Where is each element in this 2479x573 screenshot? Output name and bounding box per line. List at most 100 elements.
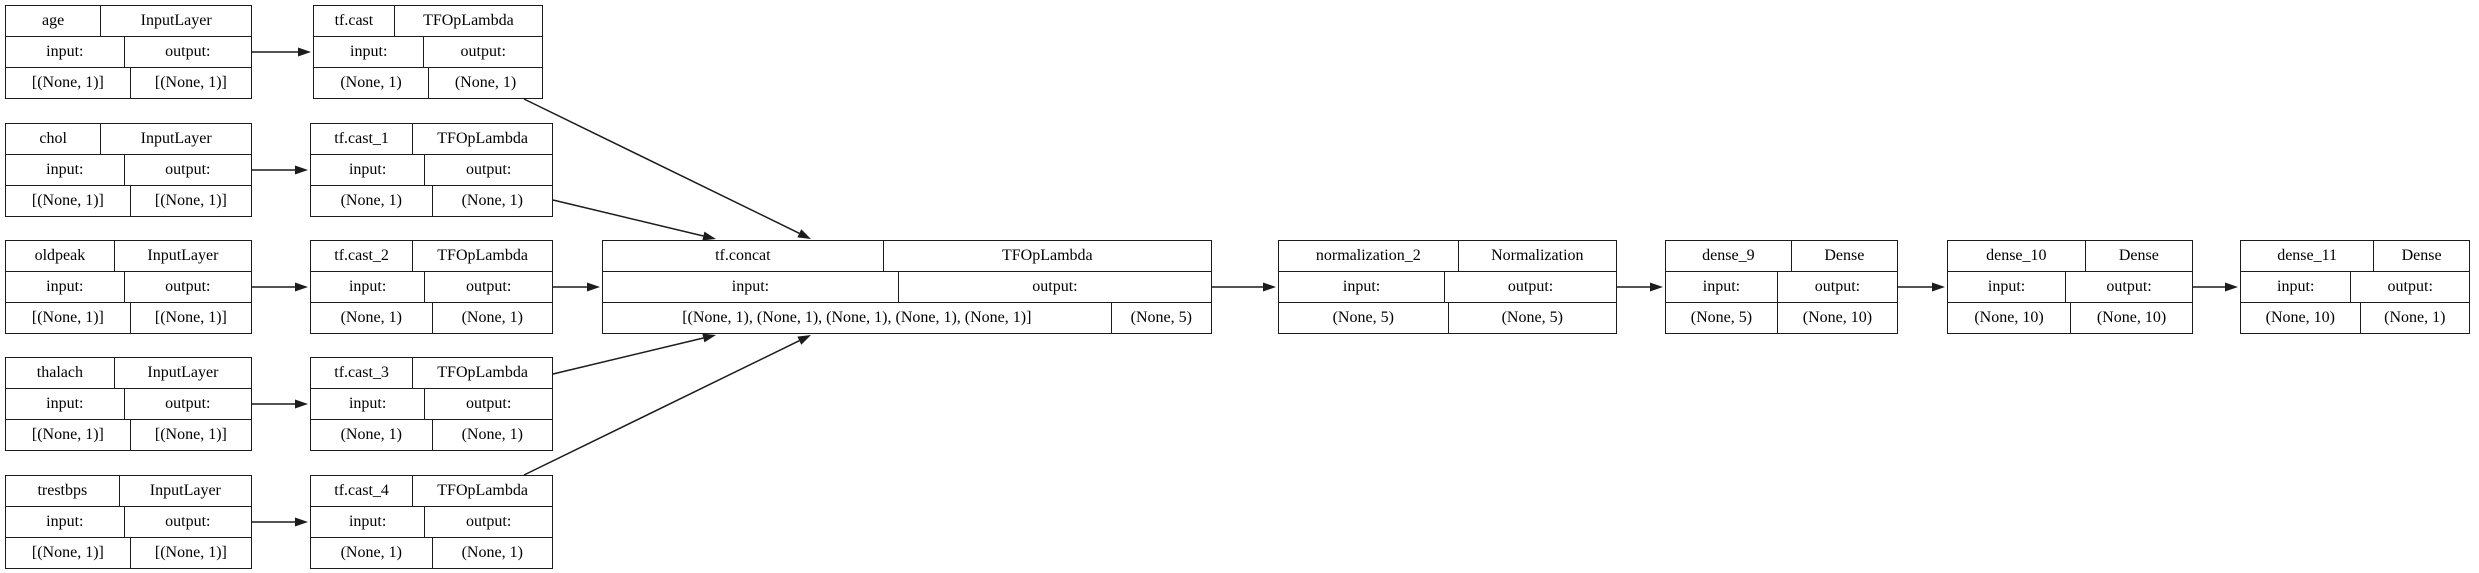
layer-name-cell: tf.cast_3 [334,364,389,381]
arrowhead-icon [2225,282,2238,292]
layer-name-cell: tf.cast [334,12,374,29]
output-shape-cell: [(None, 1)] [129,303,251,333]
output-shape-cell: (None, 5) [1447,303,1617,333]
edge-tf.concat-to-normalization_2 [1212,282,1276,292]
layer-type-cell: Dense [2373,241,2469,271]
output-shape-cell: (None, 1) [2359,303,2469,333]
layer-name-cell: dense_9 [1702,247,1755,264]
input-label-cell: input: [731,278,770,295]
input-shape-cell: [(None, 1)] [31,192,104,209]
arrowhead-icon [295,165,308,175]
output-label-cell: output: [1444,272,1616,302]
output-label-cell: output: [423,37,542,67]
output-shape-cell: (None, 10) [1776,303,1897,333]
output-shape-cell: (None, 5) [1110,303,1211,333]
edge-thalach-to-tf.cast_3 [252,399,308,409]
layer-name-cell: tf.cast_4 [334,482,389,499]
input-shape-cell: [(None, 1)] [31,426,104,443]
input-shape-cell: (None, 1) [340,426,402,443]
output-label-cell: output: [123,389,251,419]
input-shape-cell: [(None, 1)] [31,544,104,561]
input-label-cell: input: [46,395,84,412]
node-chol: chol InputLayer input: output: [(None, 1)]… [5,123,252,217]
arrowhead-icon [295,282,308,292]
input-label-cell: input: [46,161,84,178]
output-label-cell: output: [1776,272,1897,302]
input-label-cell: input: [46,513,84,530]
layer-type-cell: InputLayer [100,6,251,36]
input-label-cell: input: [46,43,84,60]
layer-name-cell: normalization_2 [1315,247,1421,264]
layer-type-cell: Dense [2084,241,2192,271]
output-label-cell: output: [424,272,552,302]
output-label-cell: output: [2065,272,2192,302]
edge-tf.cast-to-tf.concat [523,98,811,239]
output-label-cell: output: [123,37,251,67]
output-label-cell: output: [424,507,552,537]
layer-type-cell: InputLayer [100,124,251,154]
input-label-cell: input: [348,278,387,295]
input-shape-cell: (None, 1) [340,192,402,209]
layer-type-cell: InputLayer [118,476,251,506]
output-label-cell: output: [897,272,1211,302]
input-label-cell: input: [1342,278,1381,295]
output-shape-cell: (None, 1) [428,68,542,98]
layer-name-cell: tf.cast_1 [334,130,389,147]
node-normalization-2: normalization_2 Normalization input: outpu… [1278,240,1617,334]
output-shape-cell: (None, 1) [431,186,553,216]
edge-dense_9-to-dense_10 [1898,282,1945,292]
edge-chol-to-tf.cast_1 [252,165,308,175]
layer-type-cell: InputLayer [113,241,251,271]
input-shape-cell: (None, 10) [2265,309,2335,326]
edge-tf.cast_1-to-tf.concat [552,199,716,241]
output-label-cell: output: [424,389,552,419]
input-shape-cell: [(None, 1)] [31,74,104,91]
output-label-cell: output: [123,155,251,185]
output-shape-cell: [(None, 1)] [129,538,251,568]
layer-name-cell: tf.concat [715,247,771,264]
arrowhead-icon [1263,282,1276,292]
edge-normalization_2-to-dense_9 [1617,282,1663,292]
edge-oldpeak-to-tf.cast_2 [252,282,308,292]
output-shape-cell: [(None, 1)] [129,186,251,216]
layer-type-cell: TFOpLambda [412,241,552,271]
arrowhead-icon [702,333,716,343]
edge-dense_10-to-dense_11 [2193,282,2238,292]
input-shape-cell: (None, 1) [340,544,402,561]
layer-type-cell: Normalization [1457,241,1616,271]
input-shape-cell: (None, 10) [1974,309,2044,326]
layer-type-cell: TFOpLambda [412,124,552,154]
layer-name-cell: age [42,12,65,29]
output-shape-cell: (None, 1) [431,538,553,568]
edge-tf.cast_2-to-tf.concat [553,282,600,292]
arrowhead-icon [1650,282,1663,292]
arrowhead-icon [295,517,308,527]
output-label-cell: output: [123,272,251,302]
output-label-cell: output: [123,507,251,537]
input-shape-cell: [(None, 1), (None, 1), (None, 1), (None,… [682,309,1032,326]
layer-name-cell: tf.cast_2 [334,247,389,264]
arrowhead-icon [797,335,811,345]
edge-tf.cast_3-to-tf.concat [552,333,716,375]
output-shape-cell: (None, 10) [2070,303,2192,333]
layer-name-cell: chol [39,130,67,147]
edge-age-to-tf.cast [252,47,311,57]
layer-type-cell: TFOpLambda [393,6,542,36]
input-label-cell: input: [348,161,387,178]
arrowhead-icon [298,47,311,57]
input-shape-cell: (None, 1) [340,74,402,91]
output-shape-cell: (None, 1) [431,303,553,333]
node-tf-cast-2: tf.cast_2 TFOpLambda input: output: (None,… [310,240,553,334]
